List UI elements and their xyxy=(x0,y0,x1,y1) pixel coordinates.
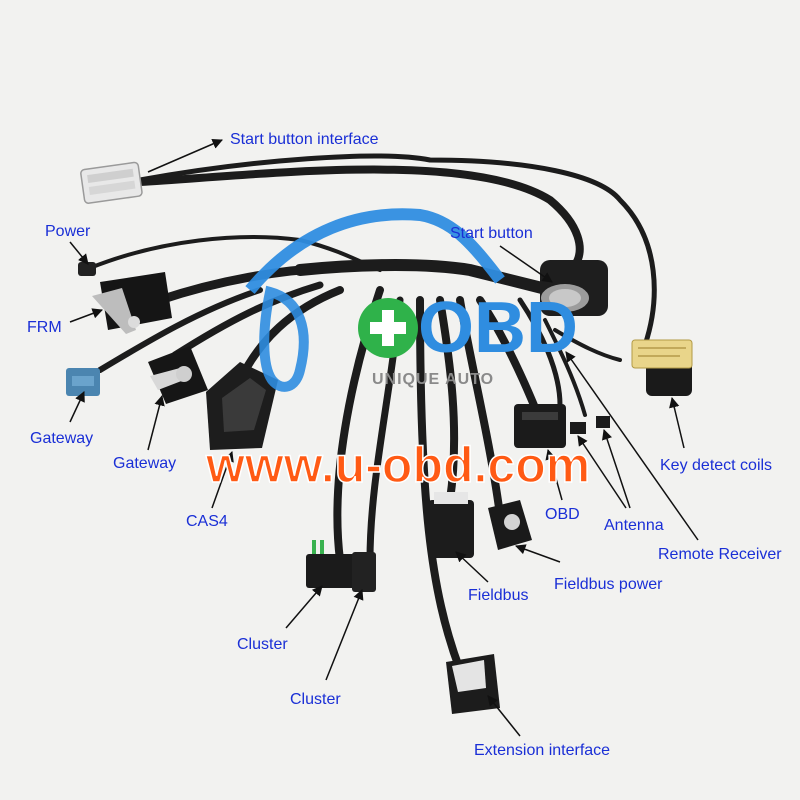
cas4-connector xyxy=(206,362,278,450)
label-fieldbus: Fieldbus xyxy=(468,587,529,604)
logo-swoosh xyxy=(245,208,505,294)
arrow-cas4 xyxy=(211,451,234,509)
label-key-detect-coils: Key detect coils xyxy=(660,457,773,474)
arrow-extension xyxy=(487,695,521,737)
connectors xyxy=(66,161,693,714)
label-frm: FRM xyxy=(27,319,62,336)
cluster-connector xyxy=(306,540,376,592)
gateway-mid-connector xyxy=(148,346,208,404)
frm-connector xyxy=(92,272,172,334)
arrow-frm xyxy=(69,308,103,323)
obd-connector xyxy=(514,404,566,448)
fieldbus-power-connector xyxy=(488,500,532,550)
arrow-cluster-lower xyxy=(325,589,364,681)
label-cluster-lower: Cluster xyxy=(290,691,341,708)
label-cluster-upper: Cluster xyxy=(237,636,288,653)
label-remote-receiver: Remote Receiver xyxy=(658,546,782,563)
label-fieldbus-power: Fieldbus power xyxy=(554,576,663,593)
start-button-interface-connector xyxy=(80,161,143,204)
watermark-url: www.u-obd.com xyxy=(205,437,591,493)
arrow-start-button xyxy=(499,245,553,283)
label-obd: OBD xyxy=(545,506,580,523)
logo-swoosh-tail xyxy=(259,285,309,392)
arrow-key-detect xyxy=(669,396,685,449)
extension-interface-connector xyxy=(446,654,500,714)
logo-plus-v xyxy=(382,310,394,346)
arrow-start-button-interface xyxy=(147,138,223,173)
arrow-obd xyxy=(545,448,563,501)
leader-arrows xyxy=(69,138,699,737)
key-detect-coil-part xyxy=(631,339,693,396)
label-start-button-interface: Start button interface xyxy=(230,131,379,148)
label-extension-interface: Extension interface xyxy=(474,742,611,759)
fieldbus-connector xyxy=(428,492,474,558)
arrow-fieldbus xyxy=(455,551,489,583)
wire-harness xyxy=(88,153,657,674)
arrow-gateway-left xyxy=(69,391,85,423)
label-cas4: CAS4 xyxy=(186,513,228,530)
label-start-button: Start button xyxy=(450,225,533,242)
arrow-gateway-mid xyxy=(147,394,165,451)
label-gateway-mid: Gateway xyxy=(113,455,177,472)
label-antenna: Antenna xyxy=(604,517,664,534)
arrow-cluster-upper xyxy=(285,585,323,629)
arrow-antenna-a xyxy=(577,435,627,509)
logo-text: OBD xyxy=(418,288,578,368)
label-power: Power xyxy=(45,223,91,240)
arrow-fieldbus-power xyxy=(515,544,561,563)
arrow-power xyxy=(69,241,89,265)
arrow-antenna-b xyxy=(602,429,631,509)
arrow-remote-receiver xyxy=(565,351,699,541)
start-button-part xyxy=(540,260,608,316)
gateway-left-connector xyxy=(66,368,100,396)
logo-watermark xyxy=(245,208,505,392)
logo-subtitle: UNIQUE AUTO xyxy=(372,371,495,388)
label-gateway-left: Gateway xyxy=(30,430,94,447)
power-connector xyxy=(78,262,96,276)
antenna-connectors xyxy=(570,416,610,434)
